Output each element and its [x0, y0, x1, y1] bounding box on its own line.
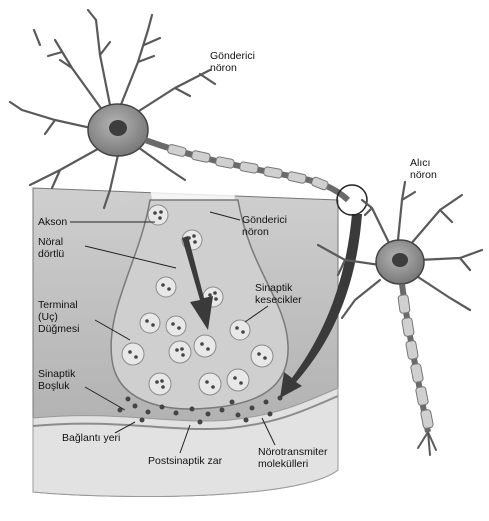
label-sending-neuron: Gönderici nöron	[210, 50, 255, 74]
label-sending-neuron-inset: Gönderici nöron	[242, 214, 287, 238]
myelin-sheath	[167, 144, 329, 191]
label-terminal-button: Terminal (Uç) Düğmesi	[38, 299, 79, 335]
label-neurotransmitter-molecules: Nörotransmiter molekülleri	[258, 446, 327, 470]
label-axon: Akson	[38, 216, 67, 228]
label-receiving-neuron: Alıcı nöron	[410, 157, 437, 181]
label-neural-impulse: Nöral dörtlü	[38, 236, 64, 260]
label-receptor-site: Bağlantı yeri	[62, 432, 120, 444]
label-synaptic-gap: Sinaptik Boşluk	[38, 368, 75, 392]
label-synaptic-vesicles: Sinaptik kesecikler	[255, 282, 302, 306]
label-postsynaptic-membrane: Postsinaptik zar	[148, 455, 222, 467]
